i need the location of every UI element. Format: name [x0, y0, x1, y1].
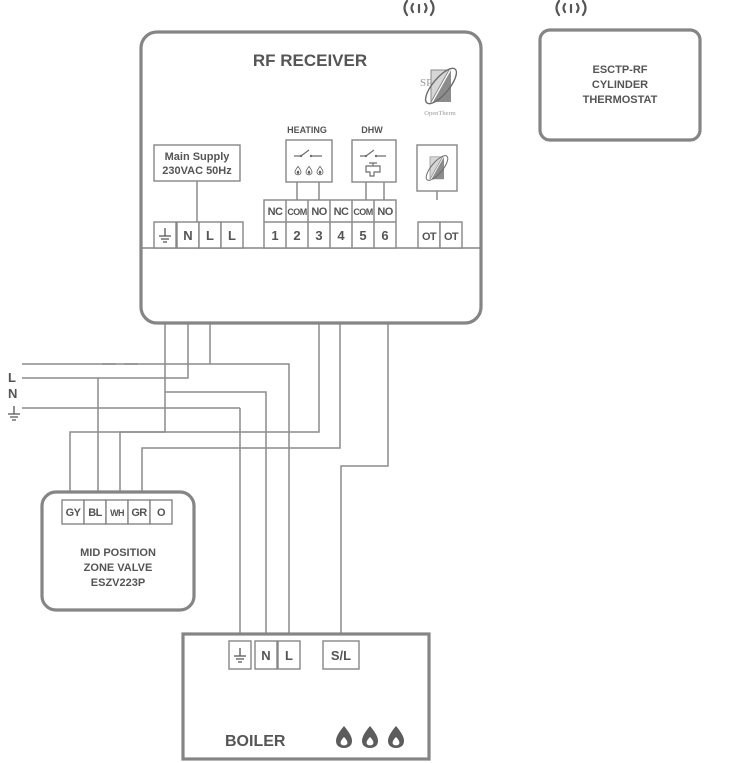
ot-terminal-strip: OT OT [417, 221, 463, 249]
opentherm-box [416, 144, 458, 192]
terminal-name: COM [287, 207, 306, 217]
terminal-ot: OT [444, 231, 459, 243]
terminal-number: 6 [381, 228, 388, 243]
dhw-label: DHW [361, 125, 383, 135]
terminal-gr: GR [131, 507, 147, 519]
terminal-number: 3 [315, 228, 322, 243]
zone-valve: GY BL WH GR O MID POSITION ZONE VALVE ES… [40, 490, 196, 612]
boiler-terminal-sl: S/L [331, 648, 351, 663]
zone-valve-line2: ZONE VALVE [84, 562, 153, 574]
rf-receiver: RF RECEIVER SP OpenTherm Main Supply 230… [139, 30, 483, 325]
tap-icon [365, 162, 381, 177]
boiler: N L S/L BOILER [181, 632, 431, 761]
terminal-name: NC [268, 206, 283, 218]
supply-live-label: L [8, 370, 16, 385]
boiler-terminal-n: N [261, 648, 270, 663]
boiler-terminal-strip: N L S/L [228, 640, 360, 670]
wireless-signal-icon [403, 0, 435, 17]
thermostat-name: THERMOSTAT [583, 94, 658, 106]
switch-icon [360, 149, 386, 158]
brand-mark: SP [420, 77, 432, 89]
terminal-number: 1 [271, 228, 278, 243]
thermostat-type: CYLINDER [592, 79, 648, 91]
heating-relay-box [285, 139, 333, 183]
terminal-bl: BL [88, 507, 102, 519]
terminal-number: 5 [359, 228, 366, 243]
terminal-gy: GY [66, 507, 82, 519]
terminal-l: L [228, 228, 236, 243]
flame-icon [336, 726, 404, 748]
relay-terminal-strip: NC COM NO NC COM NO 1 2 3 4 5 6 [263, 199, 397, 249]
receiver-title: RF RECEIVER [253, 51, 367, 70]
thermostat-model: ESCTP-RF [593, 64, 648, 76]
terminal-number: 4 [337, 228, 345, 243]
power-terminal-strip: N L L [153, 221, 244, 249]
earth-icon [7, 405, 21, 421]
main-supply-line2: 230VAC 50Hz [162, 165, 232, 177]
terminal-name: NO [377, 206, 393, 218]
opentherm-text: OpenTherm [424, 110, 455, 117]
terminal-name: NC [334, 206, 349, 218]
cylinder-thermostat: ESCTP-RF CYLINDER THERMOSTAT [538, 28, 702, 142]
supply-neutral-label: N [8, 386, 17, 401]
wireless-signal-icon [555, 0, 587, 17]
zone-valve-model: ESZV223P [91, 577, 145, 589]
terminal-l: L [206, 228, 214, 243]
zone-valve-terminal-strip: GY BL WH GR O [61, 499, 173, 525]
switch-icon [294, 149, 322, 158]
terminal-ot: OT [422, 231, 437, 243]
terminal-number: 2 [293, 228, 300, 243]
boiler-terminal-l: L [285, 648, 293, 663]
terminal-name: NO [311, 206, 327, 218]
terminal-wh: WH [110, 508, 124, 518]
zone-valve-line1: MID POSITION [80, 547, 156, 559]
terminal-n: N [183, 228, 192, 243]
main-supply-line1: Main Supply [165, 151, 231, 163]
heating-label: HEATING [287, 125, 327, 135]
boiler-title: BOILER [225, 733, 286, 750]
terminal-name: COM [353, 207, 372, 217]
terminal-o: O [157, 507, 166, 519]
